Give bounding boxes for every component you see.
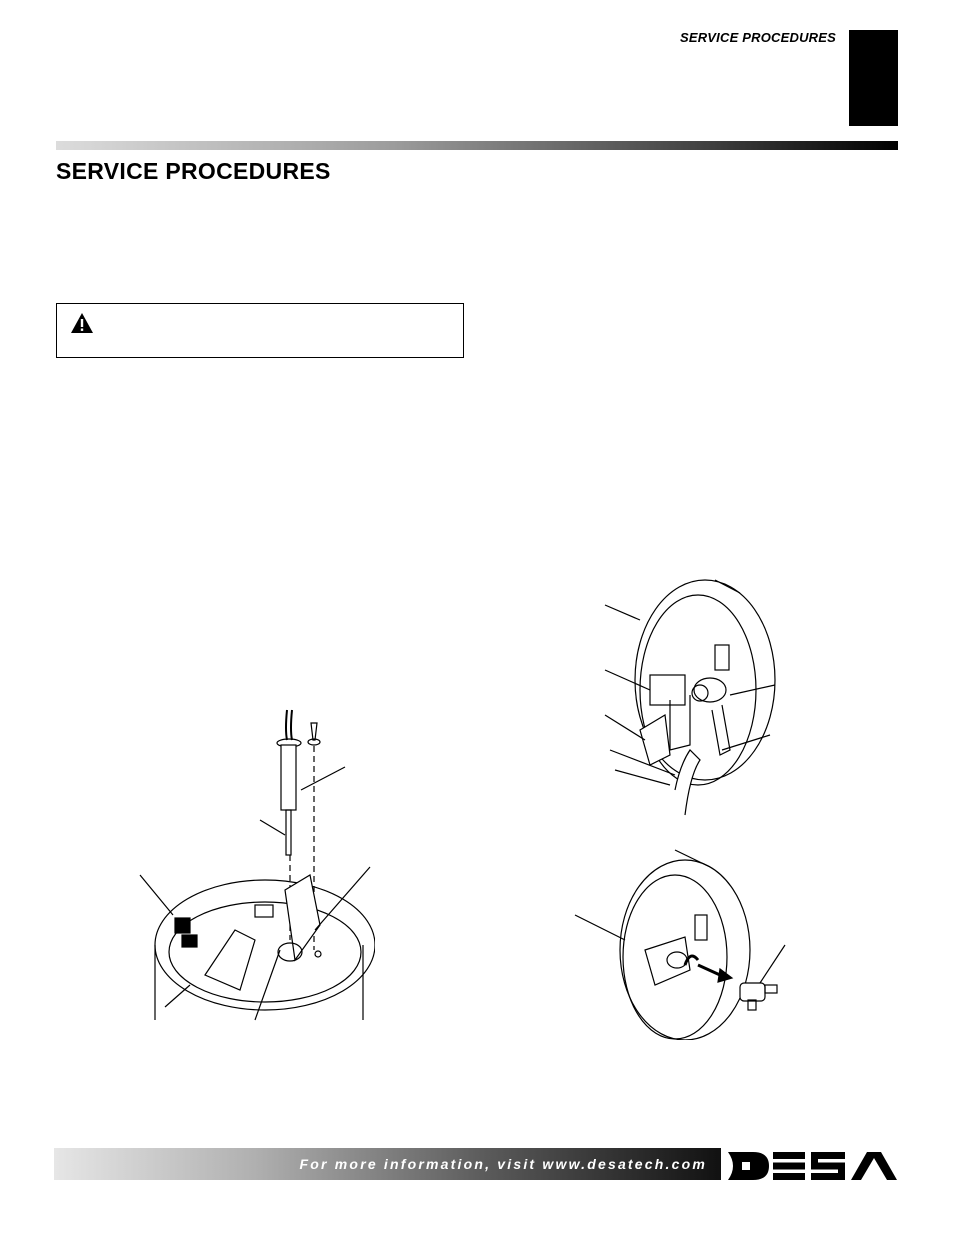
valve-assembly-illustration: [590, 575, 790, 825]
warning-triangle-icon: [70, 312, 94, 339]
page-title: SERVICE PROCEDURES: [56, 158, 331, 184]
desa-logo: [725, 1147, 900, 1190]
footer-bar: For more information, visit www.desatech…: [54, 1148, 721, 1180]
valve-removal-illustration: [570, 845, 800, 1041]
warning-box: [56, 303, 464, 358]
electrode-assembly-illustration: [135, 690, 376, 1025]
running-header: SERVICE PROCEDURES: [679, 30, 836, 45]
page-tab: [849, 30, 898, 126]
header-rule: [56, 141, 898, 150]
footer-info-text: For more information, visit www.desatech…: [299, 1156, 707, 1172]
